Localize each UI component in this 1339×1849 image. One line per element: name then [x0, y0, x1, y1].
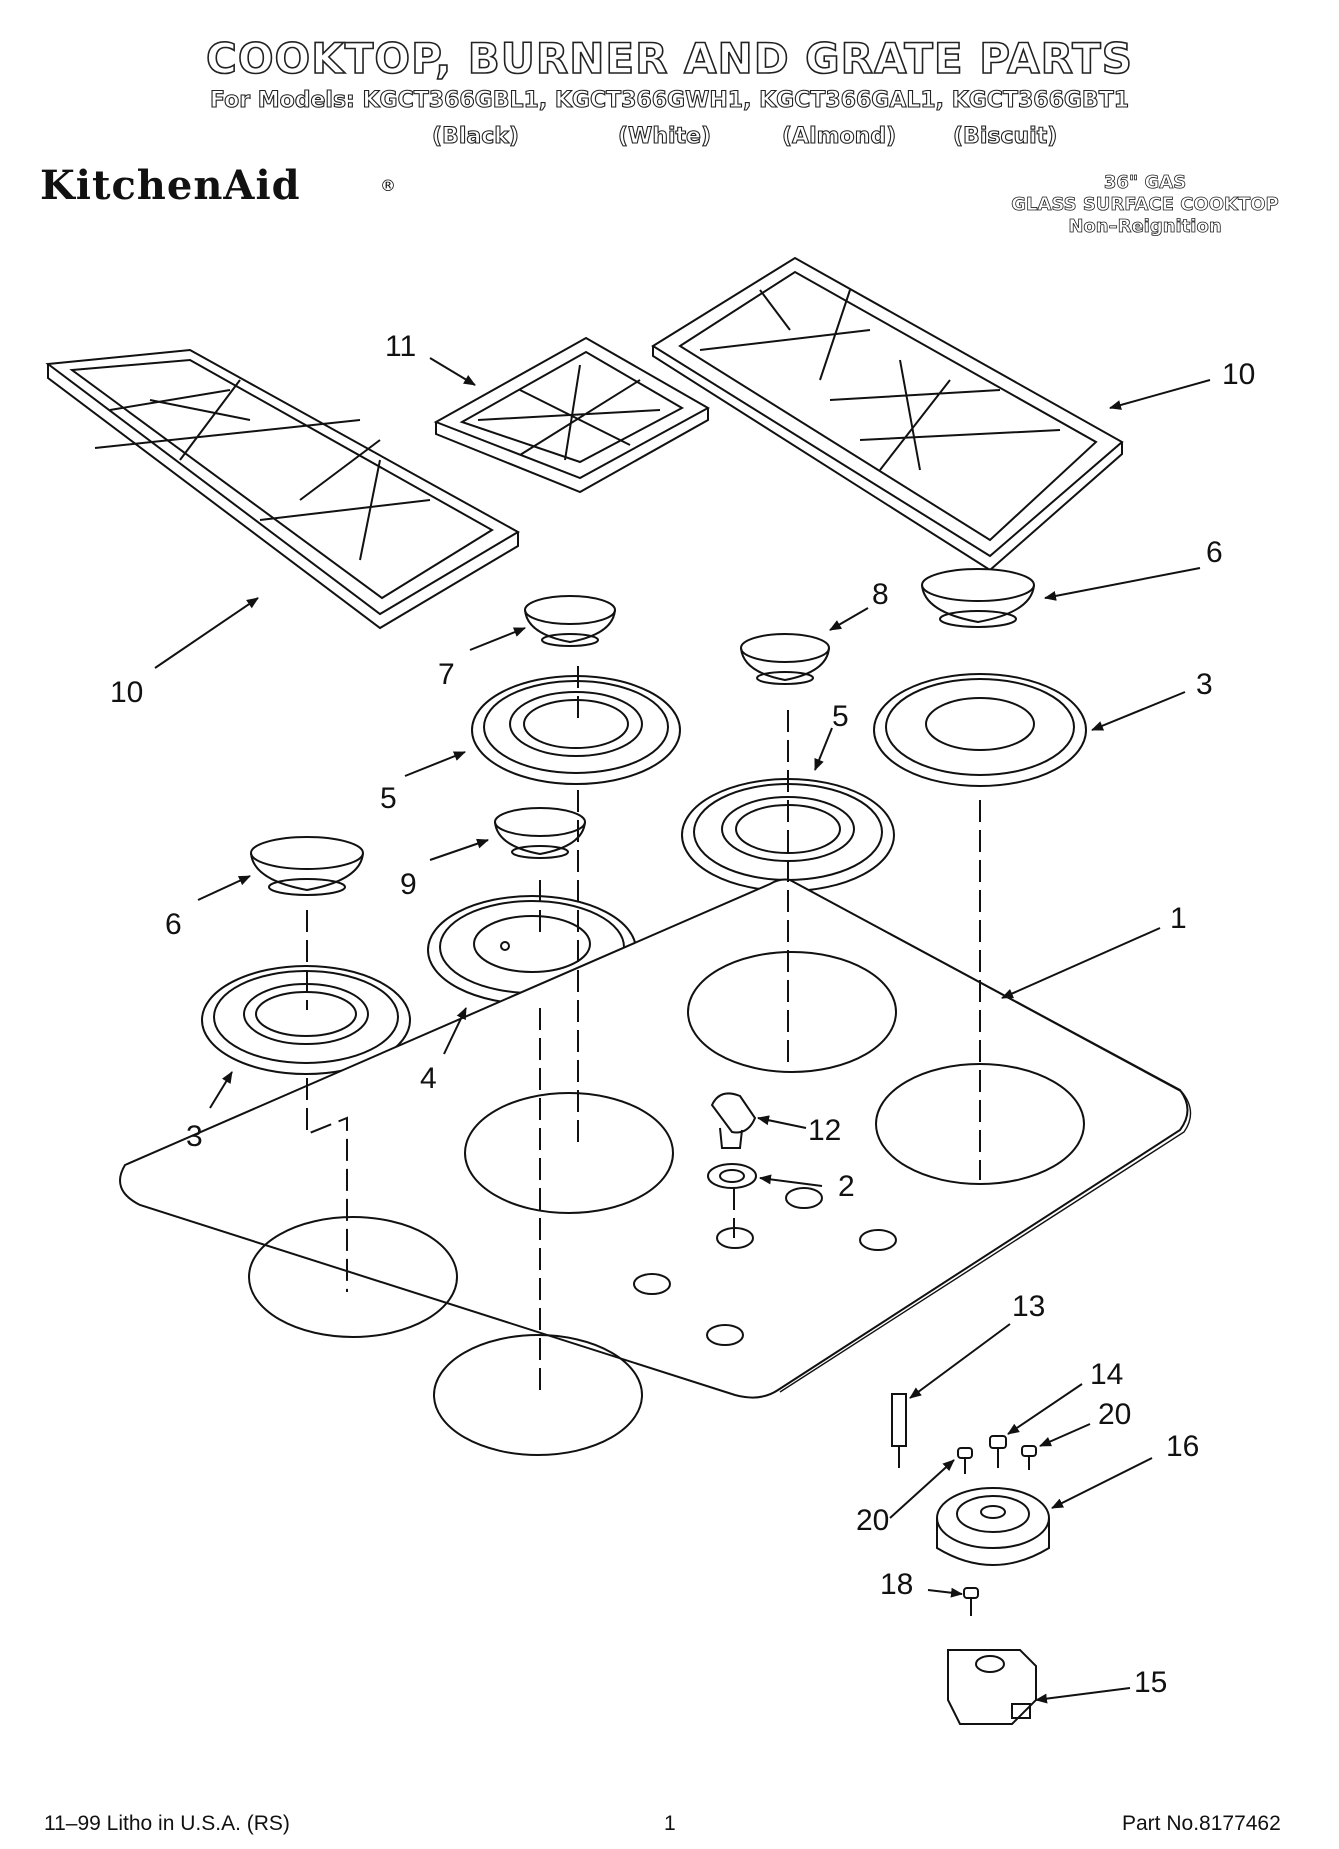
leader-5-left: [404, 751, 466, 777]
callout-18: 18: [880, 1568, 913, 1601]
callout-5-center: 5: [832, 700, 849, 733]
leader-13: [909, 1323, 1011, 1399]
leader-6-right: [1044, 567, 1201, 601]
callout-14: 14: [1090, 1358, 1123, 1391]
knob-bezel: [707, 1163, 757, 1189]
screw-14: [989, 1435, 1007, 1468]
callout-20-left: 20: [856, 1504, 889, 1537]
leader-11: [429, 357, 476, 386]
callout-1: 1: [1170, 902, 1187, 935]
callout-6-right: 6: [1206, 536, 1223, 569]
burner-cap-6-left: [250, 836, 364, 896]
callout-7: 7: [438, 658, 455, 691]
leader-5-center: [814, 727, 833, 771]
callout-11: 11: [385, 330, 416, 363]
leader-8: [829, 607, 869, 631]
footer-part-number: Part No.8177462: [1122, 1812, 1281, 1835]
burner-cap-7: [524, 595, 616, 647]
burner-cap-6-right: [921, 568, 1035, 628]
callout-10-right: 10: [1222, 358, 1255, 391]
leader-20-right: [1039, 1423, 1091, 1447]
color-label-black: (Black): [431, 123, 519, 149]
leader-10-left: [154, 597, 259, 669]
screw-18: [963, 1587, 979, 1616]
callout-2: 2: [838, 1170, 855, 1203]
callout-9: 9: [400, 868, 417, 901]
leader-12: [757, 1115, 807, 1129]
leader-1: [1001, 927, 1161, 999]
leader-16: [1051, 1457, 1153, 1509]
color-label-white: (White): [617, 123, 712, 149]
callout-5-left: 5: [380, 782, 397, 815]
leader-2: [759, 1174, 823, 1187]
leader-18: [927, 1587, 963, 1598]
product-size: 36" GAS: [1103, 172, 1187, 194]
callout-20-right: 20: [1098, 1398, 1131, 1431]
models-line: For Models: KGCT366GBL1, KGCT366GWH1, KG…: [209, 87, 1130, 113]
leader-3-right: [1091, 691, 1186, 731]
gas-valve: [947, 1649, 1037, 1725]
burner-base-3-right: [873, 673, 1087, 787]
right-grate: [651, 256, 1124, 572]
leader-15: [1035, 1687, 1131, 1704]
screw-20-left: [957, 1447, 973, 1474]
product-type: 36" GAS GLASS SURFACE COOKTOP Non–Reigni…: [990, 172, 1300, 238]
callout-6-left: 6: [165, 908, 182, 941]
leader-4: [443, 1007, 467, 1055]
leader-20-left: [889, 1459, 955, 1519]
callout-16: 16: [1166, 1430, 1199, 1463]
leader-9: [429, 838, 489, 861]
page-title: COOKTOP, BURNER AND GRATE PARTS: [205, 33, 1133, 84]
product-surface: GLASS SURFACE COOKTOP: [1011, 194, 1279, 216]
leader-14: [1007, 1383, 1083, 1435]
callout-13: 13: [1012, 1290, 1045, 1323]
footer-litho: 11–99 Litho in U.S.A. (RS): [44, 1812, 290, 1835]
brand-registered-mark: ®: [380, 176, 396, 195]
callout-12: 12: [808, 1114, 841, 1147]
leader-7: [469, 627, 526, 651]
leader-3-left: [209, 1071, 233, 1109]
callout-15: 15: [1134, 1666, 1167, 1699]
centerlines: [306, 666, 981, 1390]
footer-page-number: 1: [664, 1812, 676, 1835]
callout-3-left: 3: [186, 1120, 203, 1153]
color-label-biscuit: (Biscuit): [952, 123, 1058, 149]
screw-20-right: [1021, 1445, 1037, 1470]
control-knob: [710, 1092, 757, 1149]
burner-base-5-left: [471, 675, 681, 785]
burner-base-16: [936, 1487, 1050, 1566]
callout-3-right: 3: [1196, 668, 1213, 701]
cooktop-glass: [119, 878, 1192, 1456]
callout-8: 8: [872, 578, 889, 611]
product-ignition: Non–Reignition: [1068, 216, 1222, 238]
burner-cap-9: [494, 807, 586, 859]
left-grate: [45, 348, 521, 630]
brand-logo: KitchenAid: [40, 162, 301, 209]
callout-10-left: 10: [110, 676, 143, 709]
color-label-almond: (Almond): [781, 123, 897, 149]
callout-4: 4: [420, 1062, 437, 1095]
leader-10-right: [1109, 379, 1211, 410]
leader-6-left: [197, 875, 251, 901]
spark-electrode: [891, 1393, 907, 1468]
middle-grate: [433, 336, 711, 494]
burner-cap-8: [740, 633, 830, 685]
